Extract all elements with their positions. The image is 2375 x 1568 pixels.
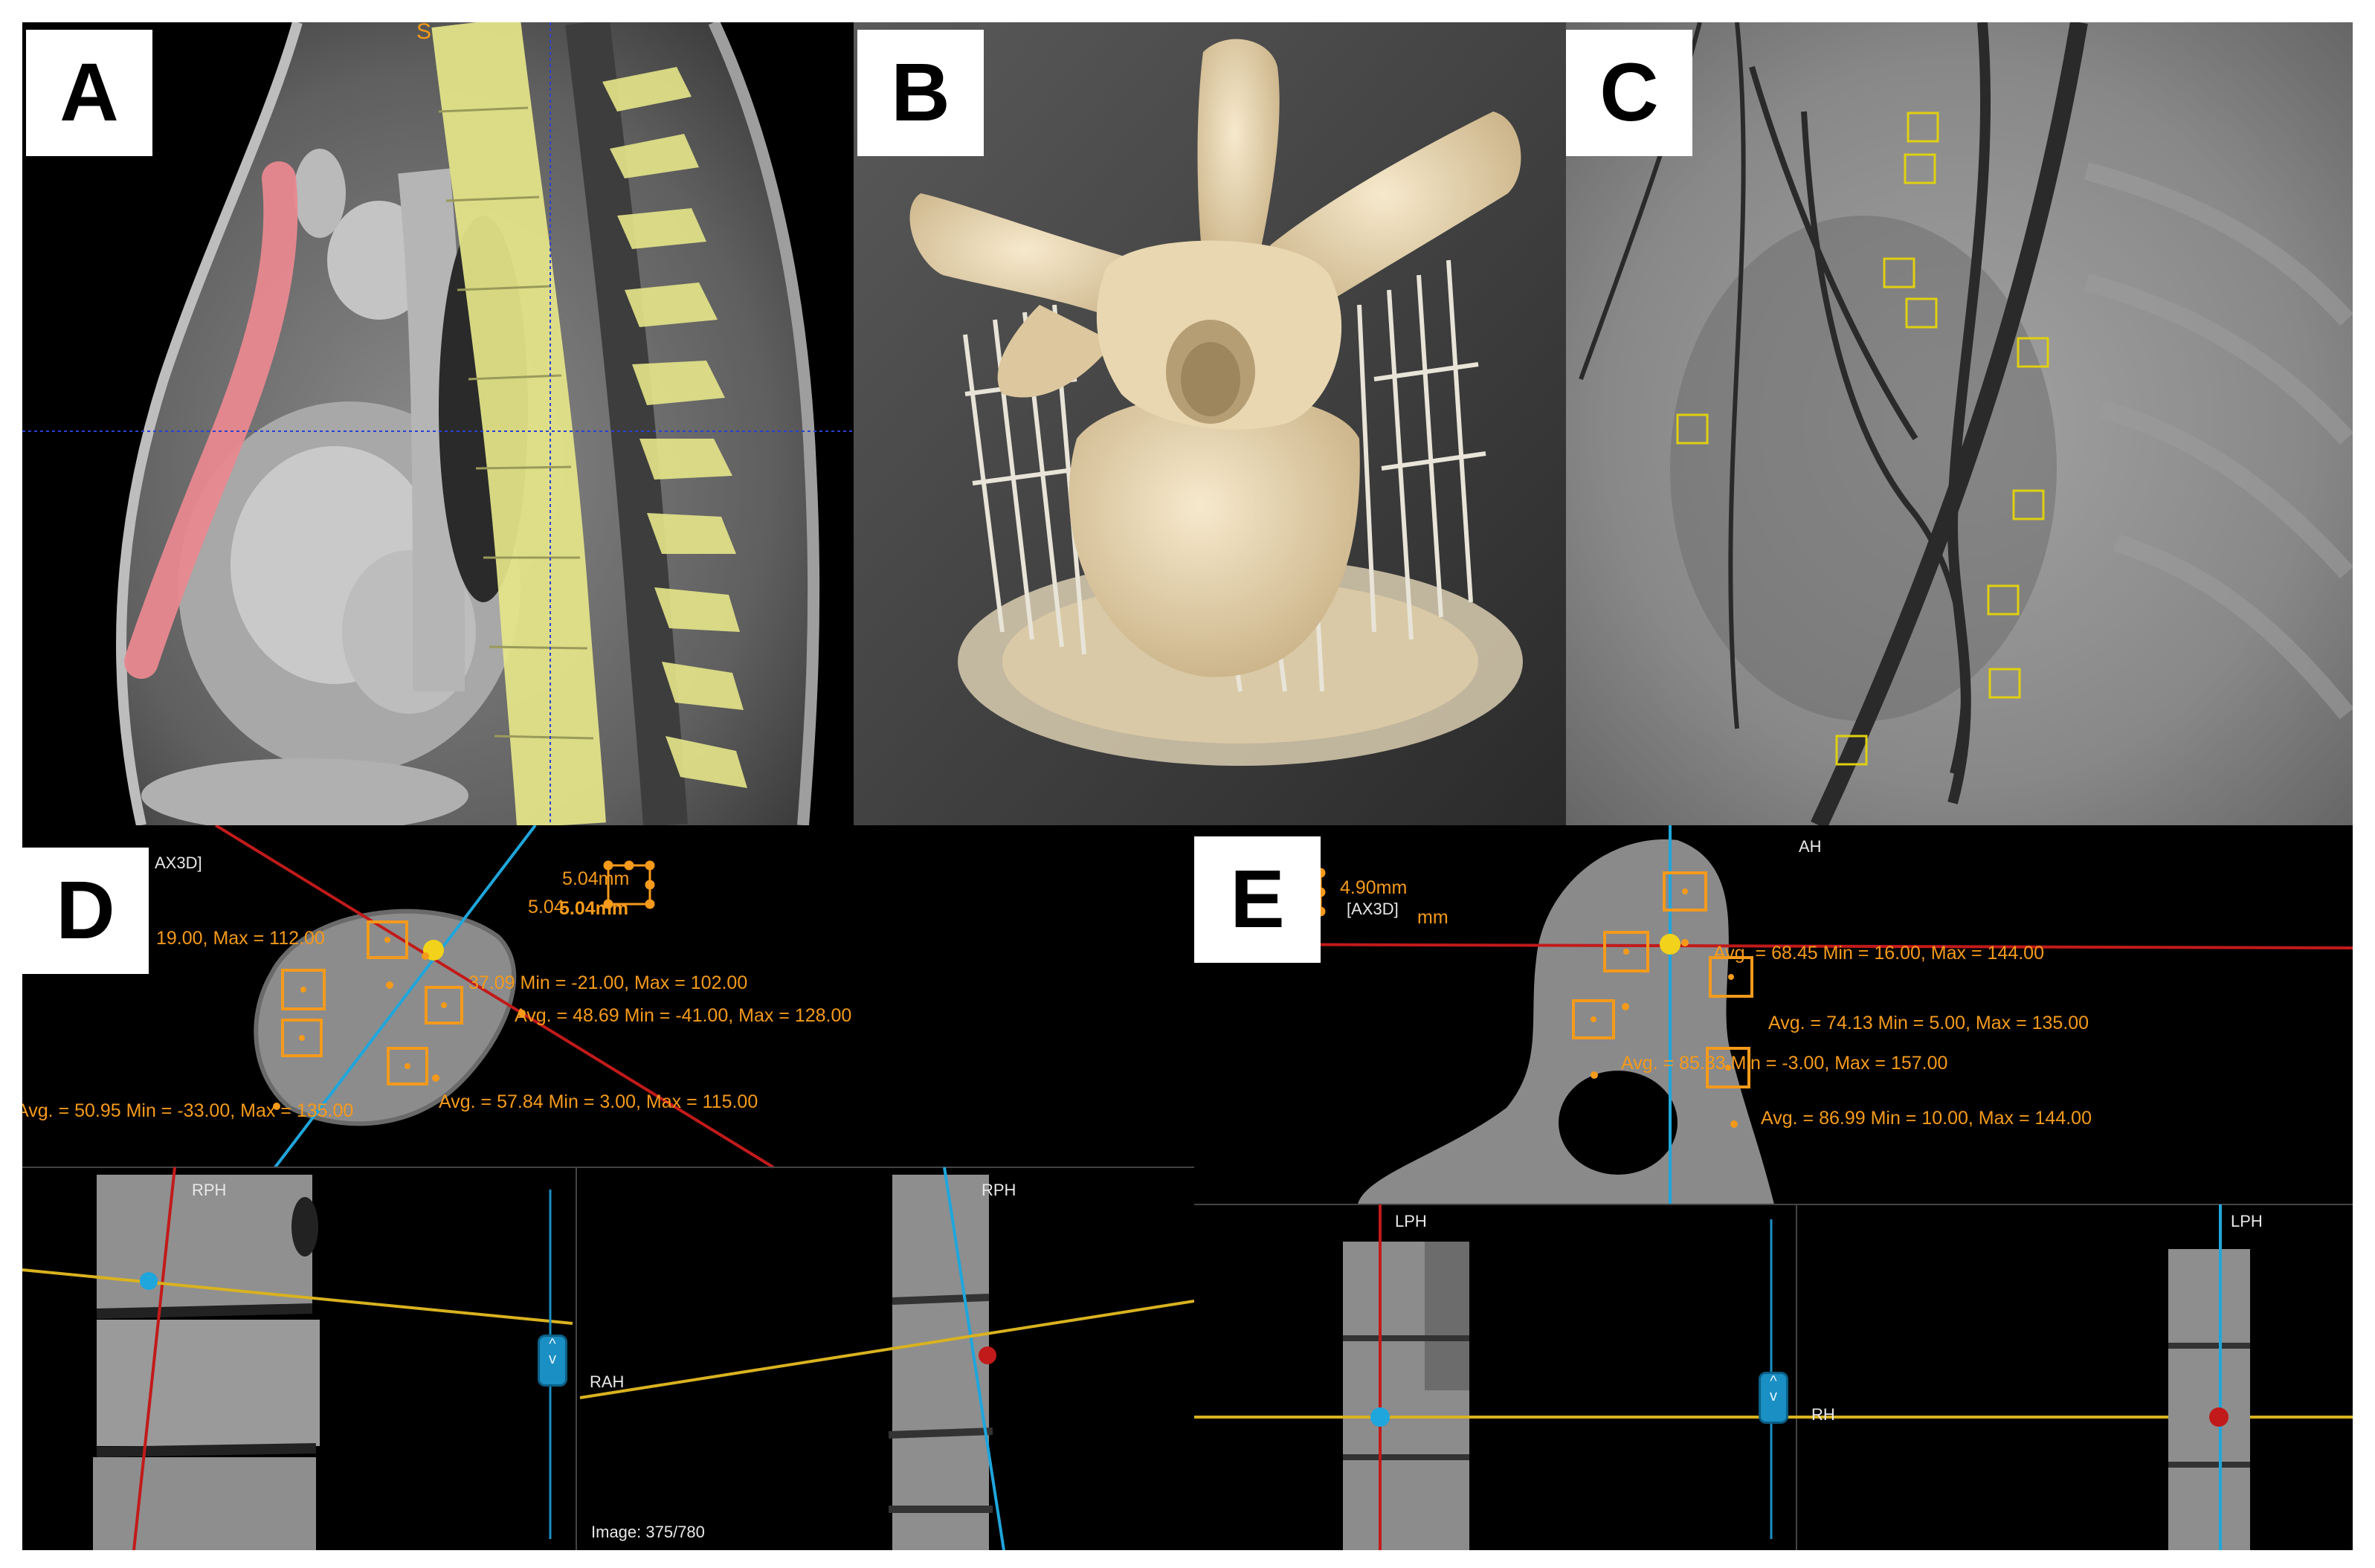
spinous-processes: [602, 67, 747, 788]
orientation-rah: RAH: [590, 1372, 625, 1391]
coronal-reformat-left: [1343, 1242, 1469, 1550]
superior-marker: S: [416, 22, 432, 44]
yellow-reformat-line-right: [579, 1300, 1194, 1399]
slice-scroll-handle[interactable]: ^ v: [1759, 1372, 1788, 1424]
slider-up-arrow: ^: [549, 1336, 556, 1352]
red-crosshair-line: [214, 825, 775, 1169]
fluoroscopy-image: [1566, 22, 2353, 825]
view-tag: AX3D]: [155, 854, 202, 872]
roi-dots: [273, 937, 526, 1110]
orientation-rph-right: RPH: [982, 1181, 1016, 1199]
rib-shadows: [2084, 162, 2353, 720]
panel-b-3d-print-photo: B: [854, 22, 1566, 825]
slider-up-arrow: ^: [1770, 1373, 1777, 1390]
panel-label-d: D: [22, 848, 149, 974]
panel-e-ct-measurement-viewer: E AH 4.90mm [AX3D] mm Avg. = 68.45 Min =…: [1194, 825, 2353, 1550]
roi-stat-2: Avg. = 74.13 Min = 5.00, Max = 135.00: [1768, 1013, 2089, 1033]
roi-stat-1: Avg. = 68.45 Min = 16.00, Max = 144.00: [1713, 943, 2044, 964]
measure-label-1: 5.04mm: [562, 868, 630, 889]
panel-e-graphics: [1194, 825, 2353, 1550]
catheters: [1579, 22, 2088, 825]
roi-stat-3: Avg. = 48.69 Min = -41.00, Max = 128.00: [515, 1005, 852, 1026]
orientation-rph-left: RPH: [192, 1181, 227, 1199]
roi-stat-5: Avg. = 57.84 Min = 3.00, Max = 115.00: [439, 1091, 758, 1112]
panel-label-c: C: [1566, 30, 1692, 156]
red-reformat-line-left: [132, 1167, 176, 1550]
sagittal-reformat-right: [2168, 1249, 2250, 1550]
blue-crosshair-line: [274, 825, 537, 1169]
image-counter: Image: 375/780: [591, 1523, 705, 1541]
panel-d-graphics: [22, 825, 1194, 1550]
slider-down-arrow: v: [549, 1351, 556, 1367]
slider-down-arrow: v: [1770, 1388, 1777, 1404]
slice-scroll-handle[interactable]: ^ v: [538, 1335, 567, 1387]
panel-c-fluoroscopy: C: [1566, 22, 2353, 825]
blue-reformat-line-right: [943, 1167, 1005, 1550]
sagittal-reformat-right: [888, 1175, 993, 1550]
yellow-reformat-line-left: [22, 1268, 573, 1325]
axial-roi-boxes: [1572, 871, 1753, 1088]
orientation-ah: AH: [1799, 837, 1822, 856]
roi-stat-3: Avg. = 85.33 Min = -3.00, Max = 157.00: [1621, 1053, 1948, 1074]
roi-stat-4: Avg. = 86.99 Min = 10.00, Max = 144.00: [1761, 1108, 2092, 1129]
axial-roi-boxes: [281, 920, 463, 1085]
panel-d-ct-measurement-viewer: D AX3D] 5.04mm 5.04 5.04mm 19.00, Max = …: [22, 825, 1194, 1550]
sagittal-ct-image: [22, 22, 854, 825]
roi-stat-2: 37.09 Min = -21.00, Max = 102.00: [468, 972, 748, 993]
panel-label-a: A: [26, 30, 152, 156]
crosshair-center-marker: [1660, 934, 1680, 955]
roi-boxes: [1676, 112, 2049, 766]
measure-label-3: 5.04mm: [559, 898, 629, 919]
printed-vertebra-model: [854, 22, 1566, 825]
coronal-reformat-left: [93, 1175, 394, 1550]
view-tag: [AX3D]: [1347, 900, 1399, 918]
measure-label-2: 5.04: [528, 897, 564, 917]
red-crosshair-line: [1194, 943, 2353, 949]
axial-vertebral-body: [256, 911, 515, 1124]
measure-label-1: 4.90mm: [1340, 877, 1408, 898]
roi-stat-1: 19.00, Max = 112.00: [156, 928, 325, 949]
orientation-lph-left: LPH: [1395, 1212, 1427, 1230]
disc-lines: [438, 106, 594, 740]
panel-label-b: B: [857, 30, 984, 156]
vertebral-foramen: [1559, 1071, 1678, 1175]
panel-a-sagittal-ct: A S: [22, 22, 854, 825]
roi-stat-4: Avg. = 50.95 Min = -33.00, Max = 135.00: [22, 1100, 354, 1121]
orientation-rh: RH: [1811, 1405, 1835, 1424]
panel-label-e: E: [1194, 836, 1321, 963]
orientation-lph-right: LPH: [2231, 1212, 2263, 1230]
distance-measure-box: [603, 860, 655, 909]
measure-label-3: mm: [1417, 907, 1448, 928]
roi-dots: [1591, 888, 1738, 1128]
